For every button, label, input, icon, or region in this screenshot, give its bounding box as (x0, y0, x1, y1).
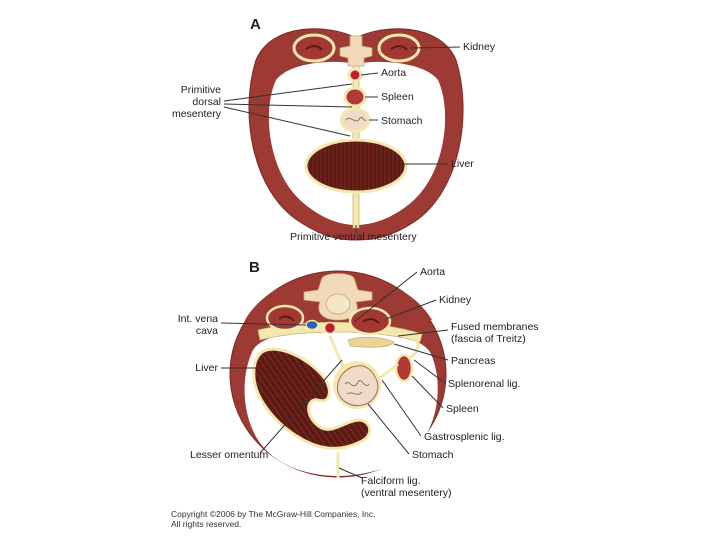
copyright-notice: Copyright ©2006 by The McGraw-Hill Compa… (171, 509, 376, 529)
label-gastrosplenic-b: Gastrosplenic lig. (424, 431, 505, 443)
panel-a-letter: A (250, 16, 261, 33)
label-primitive-ventral: Primitive ventral mesentery (290, 231, 417, 243)
label-aorta-b: Aorta (420, 266, 445, 278)
kidney-a-left (294, 35, 334, 61)
ivc-b (306, 321, 318, 330)
label-stomach-b: Stomach (412, 449, 454, 461)
label-pancreas-b: Pancreas (451, 355, 495, 367)
label-splenorenal-b: Splenorenal lig. (448, 378, 520, 390)
panel-b: B (178, 259, 539, 499)
panel-b-letter: B (249, 259, 260, 276)
label-spleen-a: Spleen (381, 91, 414, 103)
vertebral-body-b (326, 294, 350, 314)
liver-a (306, 140, 406, 192)
label-ivc-b-1: Int. vena (178, 313, 218, 325)
label-primitive-dorsal-2: dorsal (192, 96, 221, 108)
label-kidney-a: Kidney (463, 41, 496, 53)
spleen-b (396, 355, 412, 381)
copyright-line-1: Copyright ©2006 by The McGraw-Hill Compa… (171, 509, 376, 519)
label-spleen-b: Spleen (446, 403, 479, 415)
label-falciform-b-2: (ventral mesentery) (361, 487, 451, 499)
label-kidney-b: Kidney (439, 294, 472, 306)
aorta-a (349, 69, 361, 81)
label-liver-a: Liver (451, 158, 474, 170)
label-primitive-dorsal-1: Primitive (181, 84, 221, 96)
label-falciform-b-1: Falciform lig. (361, 475, 421, 487)
label-fused-b-2: (fascia of Treitz) (451, 333, 526, 345)
label-primitive-dorsal-3: mesentery (172, 108, 222, 120)
label-liver-b: Liver (195, 362, 218, 374)
copyright-line-2: All rights reserved. (171, 519, 376, 529)
label-ivc-b-2: cava (196, 325, 218, 337)
panel-a: A Kidney Aor (172, 16, 496, 243)
label-fused-b-1: Fused membranes (451, 321, 539, 333)
label-aorta-a: Aorta (381, 67, 406, 79)
spleen-a (345, 88, 365, 106)
label-lesser-omentum-b: Lesser omentum (190, 449, 268, 461)
aorta-b (325, 323, 336, 334)
label-stomach-a: Stomach (381, 115, 423, 127)
kidney-b-left (267, 306, 303, 330)
